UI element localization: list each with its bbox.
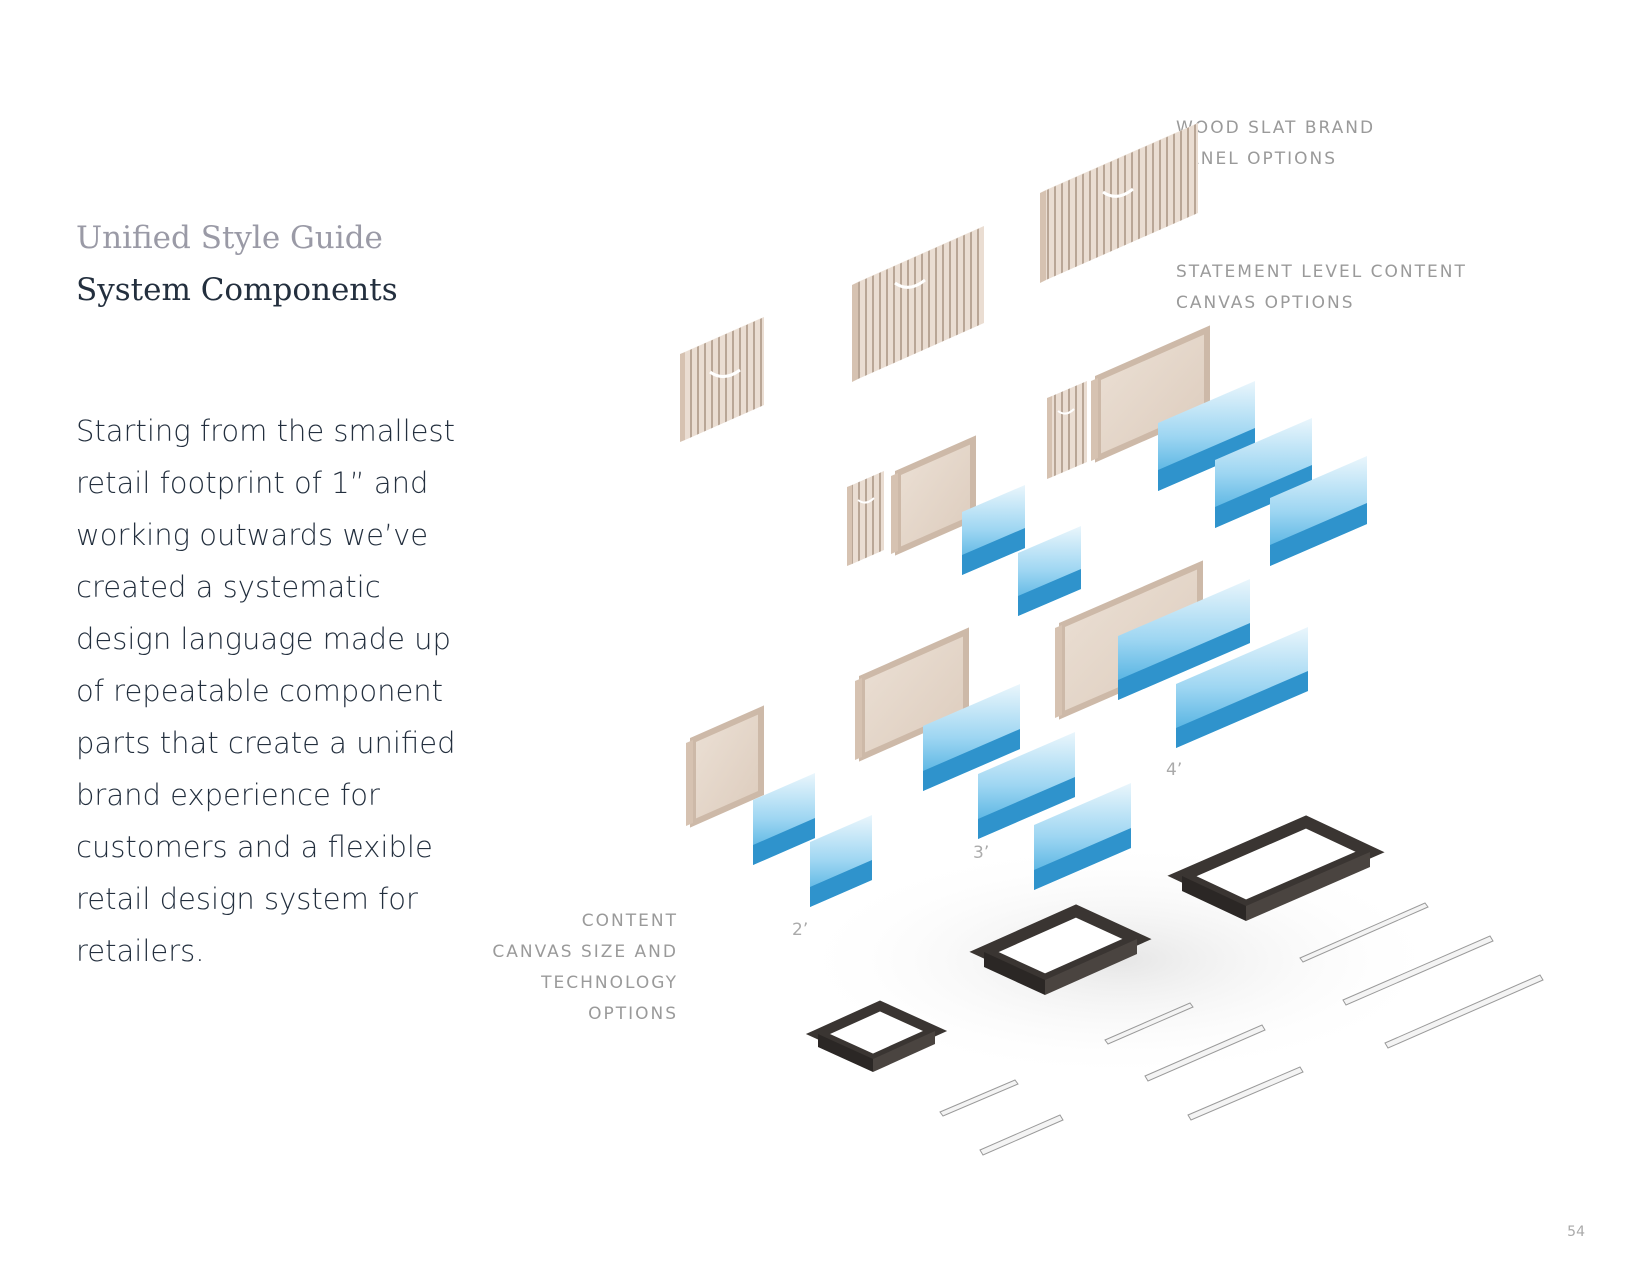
slat-panel-narrow-1 [847,471,884,566]
slat-panel-narrow-2 [1047,381,1087,479]
wood-frame-1 [891,440,973,554]
wood-frame-5 [686,710,761,826]
slat-panel-large [1040,123,1198,283]
slat-panel-small [680,317,764,442]
screen-2 [1018,526,1081,616]
slat-panel-medium [852,226,984,382]
